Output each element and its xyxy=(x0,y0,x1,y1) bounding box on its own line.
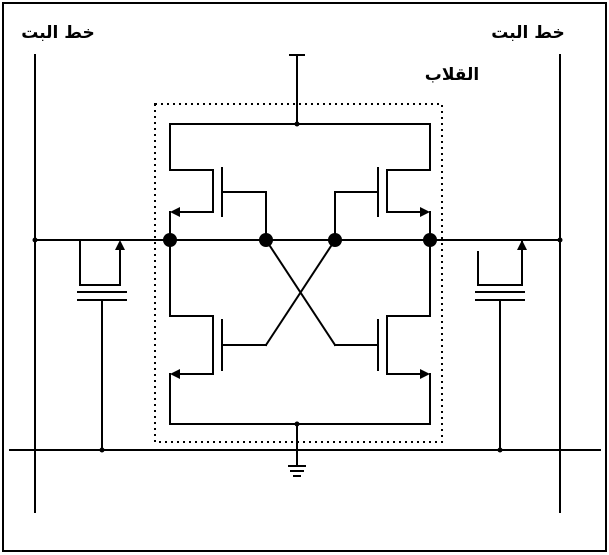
top-right-pmos-transistor xyxy=(334,167,431,241)
flipflop-boundary xyxy=(154,103,443,443)
vdd-tap-dot xyxy=(294,121,300,127)
left-bitline-label: خط البت xyxy=(21,23,95,43)
flipflop-label: القلاب xyxy=(425,65,479,85)
bitline-tap-dot xyxy=(557,237,563,243)
junction-dot-icon xyxy=(163,233,177,247)
gnd-tap-dot xyxy=(294,421,300,427)
top-left-pmos-transistor xyxy=(169,167,267,241)
junction-dot-icon xyxy=(328,233,342,247)
bottom-right-nmos-transistor xyxy=(334,239,431,379)
right-access-transistor xyxy=(475,239,527,451)
vdd-terminal-icon xyxy=(289,54,305,125)
ground-symbol-icon xyxy=(288,423,306,477)
right-bitline-label: خط البت xyxy=(491,23,565,43)
cross-wire-right-gate xyxy=(264,238,337,347)
left-access-transistor xyxy=(77,239,156,451)
wordline-tap-dot xyxy=(497,447,503,453)
junction-dot-icon xyxy=(259,233,273,247)
bitline-tap-dot xyxy=(32,237,38,243)
junction-dot-icon xyxy=(423,233,437,247)
bottom-left-nmos-transistor xyxy=(169,239,267,379)
wordline-tap-dot xyxy=(99,447,105,453)
